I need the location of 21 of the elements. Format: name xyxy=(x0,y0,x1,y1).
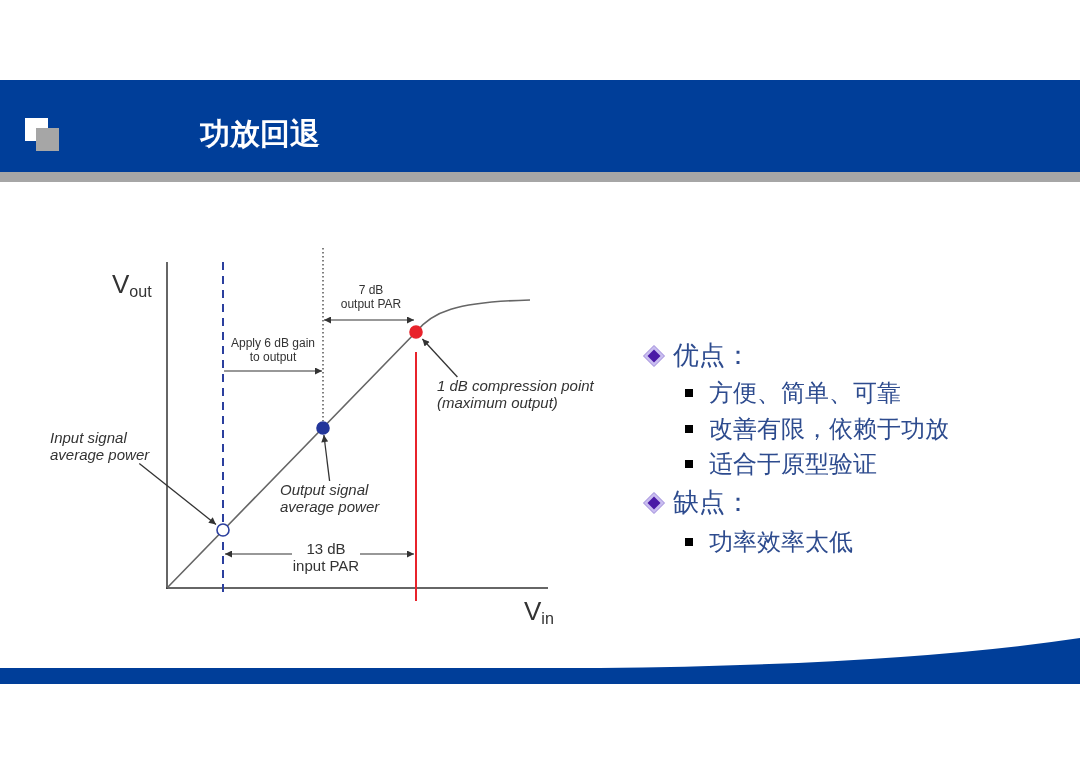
output-power-point xyxy=(316,421,330,435)
callout-label: Output signal average power xyxy=(280,481,380,516)
leader-arrow xyxy=(138,462,217,526)
list-item: 适合于原型验证 xyxy=(709,450,877,478)
input-power-point xyxy=(216,523,230,537)
list-item: 功率效率太低 xyxy=(709,528,853,556)
compression-point xyxy=(409,325,423,339)
slide-title: 功放回退 xyxy=(200,117,320,152)
list-heading: 优点： xyxy=(673,341,751,371)
callout-label: 1 dB compression point (maximum output) xyxy=(437,377,594,412)
y-axis-label: V$_{out}$ xyxy=(112,270,152,301)
x-axis-label: V$_{in}$ xyxy=(524,597,554,628)
leader-arrow xyxy=(321,434,331,482)
dimension-label: 7 dB output PAR xyxy=(340,284,402,312)
list-item: 方便、简单、可靠 xyxy=(709,379,901,407)
list-item: 改善有限，依赖于功放 xyxy=(709,415,949,443)
list-heading: 缺点： xyxy=(673,488,751,518)
dimension-label: Apply 6 dB gain to output xyxy=(230,337,316,365)
callout-label: Input signal average power xyxy=(50,429,150,464)
leader-arrow xyxy=(421,338,459,378)
dimension-label: 13 dB input PAR xyxy=(292,540,360,575)
